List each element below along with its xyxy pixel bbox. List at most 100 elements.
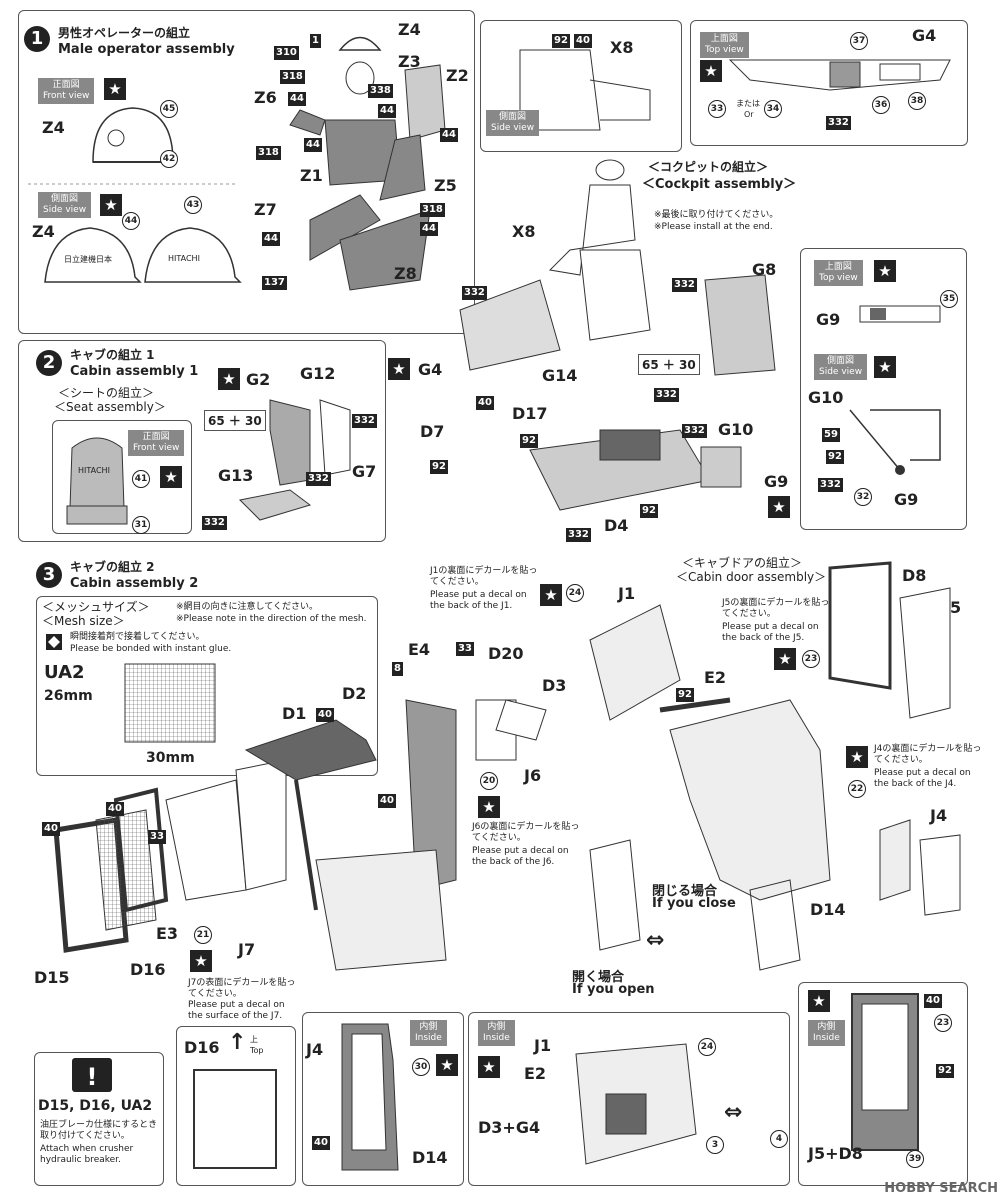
decal-20: 20	[480, 772, 498, 790]
star-icon: ★	[478, 796, 500, 818]
tag-92: 92	[430, 460, 448, 474]
tag-318: 318	[256, 146, 281, 160]
mesh-note1-jp: ※網目の向きに注意してください。	[176, 602, 319, 612]
label-j6: J6	[524, 766, 542, 785]
decal-24: 24	[698, 1038, 716, 1056]
decal-37: 37	[850, 32, 868, 50]
star-icon: ★	[846, 746, 868, 768]
j4-note-en: Please put a decal on the back of the J4…	[874, 768, 971, 789]
mesh-note2-jp: 瞬間接着剤で接着してください。	[70, 632, 205, 642]
tag-40: 40	[924, 994, 942, 1008]
label-z3: Z3	[398, 52, 421, 71]
star-icon: ★	[808, 990, 830, 1012]
decal-35: 35	[940, 290, 958, 308]
tag-332: 332	[818, 478, 843, 492]
tag-338: 338	[368, 84, 393, 98]
helmet-text-jp: 日立建機日本	[64, 255, 112, 264]
tag-1: 1	[310, 34, 321, 48]
star-icon: ★	[436, 1054, 458, 1076]
decal-31: 31	[132, 516, 150, 534]
step2-title-jp: キャブの組立 1	[70, 348, 155, 362]
label-g10-side: G10	[808, 388, 844, 407]
seat-sub-jp: ＜シートの組立＞	[58, 386, 155, 400]
mesh-width: 30mm	[146, 750, 195, 766]
star-icon: ★	[190, 950, 212, 972]
attach-en: Attach when crusher hydraulic breaker.	[40, 1144, 134, 1165]
tag-40: 40	[476, 396, 494, 410]
top-en: Top	[250, 1046, 264, 1055]
attention-icon: !	[72, 1058, 112, 1092]
tag-332: 332	[306, 472, 331, 486]
label-z4: Z4	[398, 20, 421, 39]
mesh-title-jp: ＜メッシュサイズ＞	[42, 600, 150, 614]
label-d14: D14	[810, 900, 846, 919]
up-arrow-icon: ↑	[228, 1030, 247, 1055]
tag-59: 59	[822, 428, 840, 442]
label-g10: G10	[718, 420, 754, 439]
tag-92: 92	[936, 1064, 954, 1078]
d16-top-label: D16	[184, 1038, 220, 1057]
decal-39: 39	[906, 1150, 924, 1168]
j4-inside-drawing	[341, 1023, 399, 1171]
j1-inside-drawing	[575, 1043, 697, 1165]
label-g2: G2	[246, 370, 271, 389]
decal-42: 42	[160, 150, 178, 168]
decal-32: 32	[854, 488, 872, 506]
helmet-side-drawings	[44, 227, 242, 283]
decal-23: 23	[802, 650, 820, 668]
star-icon: ★	[874, 356, 896, 378]
label-e2: E2	[704, 668, 727, 687]
decal-4: 4	[770, 1130, 788, 1148]
svg-text:!: !	[87, 1063, 98, 1091]
j6-note-en: Please put a decal on the back of the J6…	[472, 846, 569, 867]
tag-33: 33	[456, 642, 474, 656]
mesh-note1-en: ※Please note in the direction of the mes…	[176, 614, 367, 624]
helmet-text-en: HITACHI	[168, 254, 200, 263]
j7-note-en: Please put a decal on the surface of the…	[188, 1000, 285, 1021]
g8-box-drawing	[704, 274, 776, 376]
open-en: If you open	[572, 982, 655, 997]
label-g9: G9	[764, 472, 789, 491]
glue-65-30: 65 ＋ 30	[638, 354, 700, 375]
tag-332: 332	[202, 516, 227, 530]
door-drawing	[828, 561, 951, 719]
star-icon: ★	[160, 466, 182, 488]
star-icon: ★	[874, 260, 896, 282]
j5-inside-drawing	[851, 993, 919, 1151]
swap-arrow-icon: ⇔	[646, 928, 665, 953]
step2-number: 2	[36, 350, 62, 376]
d16-frame-drawing	[193, 1069, 277, 1169]
star-icon: ★	[388, 358, 410, 380]
decal-22: 22	[848, 780, 866, 798]
tag-40: 40	[42, 822, 60, 836]
star-icon: ★	[100, 194, 122, 216]
tag-92: 92	[640, 504, 658, 518]
step2-title-en: Cabin assembly 1	[70, 364, 199, 379]
e2-inside-label: E2	[524, 1064, 547, 1083]
glue-65-30: 65 ＋ 30	[204, 410, 266, 431]
label-j7: J7	[238, 940, 256, 959]
g10-part-drawing	[700, 446, 742, 488]
label-e4: E4	[408, 640, 431, 659]
cabin-exploded-drawing	[53, 699, 547, 971]
tag-92: 92	[826, 450, 844, 464]
seat-front-drawing	[66, 437, 128, 525]
j5-note-jp: J5の裏面にデカールを貼ってください。	[722, 598, 830, 619]
label-z2: Z2	[446, 66, 469, 85]
label-d14-inside: D14	[412, 1148, 448, 1167]
mesh-title-en: ＜Mesh size＞	[42, 614, 125, 628]
decal-44: 44	[122, 212, 140, 230]
helmet-front-drawing	[92, 107, 174, 163]
g9-top-drawing	[859, 305, 941, 323]
mesh-note2-en: Please be bonded with instant glue.	[70, 644, 232, 654]
decal-41: 41	[132, 470, 150, 488]
label-g9-side: G9	[894, 490, 919, 509]
label-g7: G7	[352, 462, 377, 481]
step1-number: 1	[24, 26, 50, 52]
decal-38: 38	[908, 92, 926, 110]
tag-92: 92	[520, 434, 538, 448]
close-en: If you close	[652, 896, 736, 911]
